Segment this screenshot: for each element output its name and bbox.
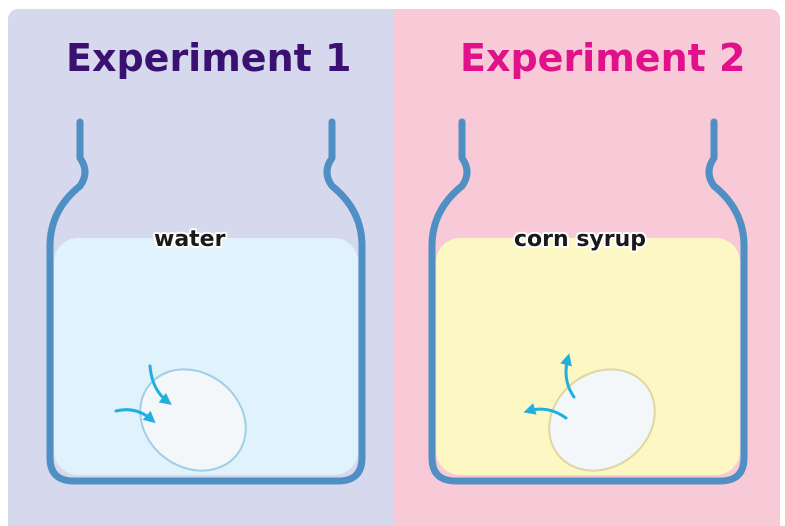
water-label: water bbox=[154, 227, 225, 252]
corn-syrup-label: corn syrup bbox=[514, 227, 646, 252]
experiment-2-title: Experiment 2 bbox=[460, 36, 745, 80]
experiment-1-title: Experiment 1 bbox=[66, 36, 351, 80]
